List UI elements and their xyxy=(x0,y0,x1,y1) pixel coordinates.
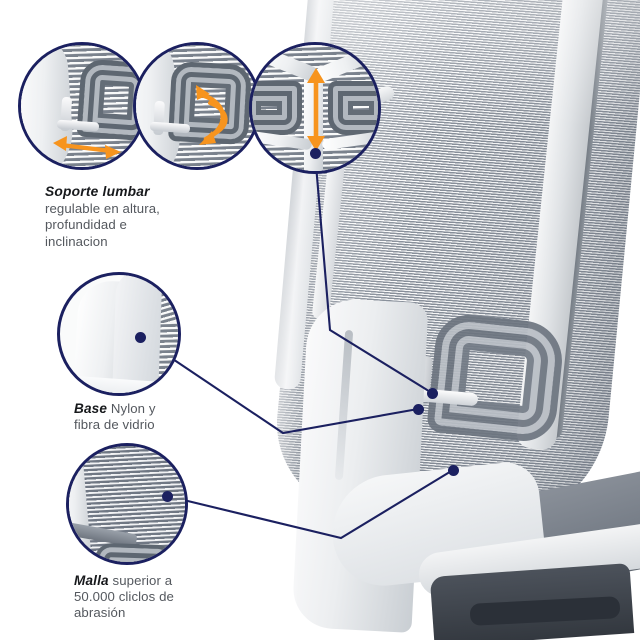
feature-lead-mesh: Malla xyxy=(74,573,109,588)
lumbar-coil-mechanism xyxy=(426,311,566,445)
anchor-dot-mesh-chair xyxy=(448,465,459,476)
feature-rest-base: Nylon y xyxy=(107,401,156,416)
feature-body-mesh-line-3: abrasión xyxy=(74,605,126,621)
feature-body-base-line-2: fibra de vidrio xyxy=(74,417,155,433)
anchor-dot-lumbar-chair xyxy=(427,388,438,399)
feature-body-lumbar-line-1: regulable en altura, xyxy=(45,201,160,217)
callout-lumbar-depth[interactable] xyxy=(18,42,146,170)
feature-headline-lumbar: Soporte lumbar xyxy=(45,184,150,199)
horizontal-double-arrow-icon xyxy=(53,136,121,159)
callout-coil-right xyxy=(328,81,378,135)
anchor-dot-mesh xyxy=(162,491,173,502)
anchor-dot-base xyxy=(135,332,146,343)
anchor-dot-base-chair xyxy=(413,404,424,415)
feature-rest-mesh: superior a xyxy=(108,573,173,588)
vertical-double-arrow-icon xyxy=(307,68,325,151)
callout-coil-left xyxy=(252,81,302,135)
callout-lumbar-height[interactable] xyxy=(249,42,381,174)
feature-lead-base: Base xyxy=(74,401,108,416)
feature-body-mesh-line-2: 50.000 cliclos de xyxy=(74,589,174,605)
callout-mesh-coil xyxy=(94,542,174,562)
feature-body-lumbar-line-2: profundidad e xyxy=(45,217,127,233)
callout-lumbar-tilt[interactable] xyxy=(133,42,261,170)
curved-double-arrow-icon xyxy=(196,85,228,145)
feature-text-lumbar: Soporte lumbar regulable en altura, prof… xyxy=(45,184,245,250)
feature-text-mesh: Malla superior a 50.000 cliclos de abras… xyxy=(74,573,274,622)
callout-base[interactable] xyxy=(57,272,181,396)
anchor-dot-lumbar xyxy=(310,148,321,159)
callout-mesh[interactable] xyxy=(66,443,188,565)
feature-text-base: Base Nylon y fibra de vidrio xyxy=(74,401,264,433)
feature-body-lumbar-line-3: inclinacion xyxy=(45,233,108,249)
